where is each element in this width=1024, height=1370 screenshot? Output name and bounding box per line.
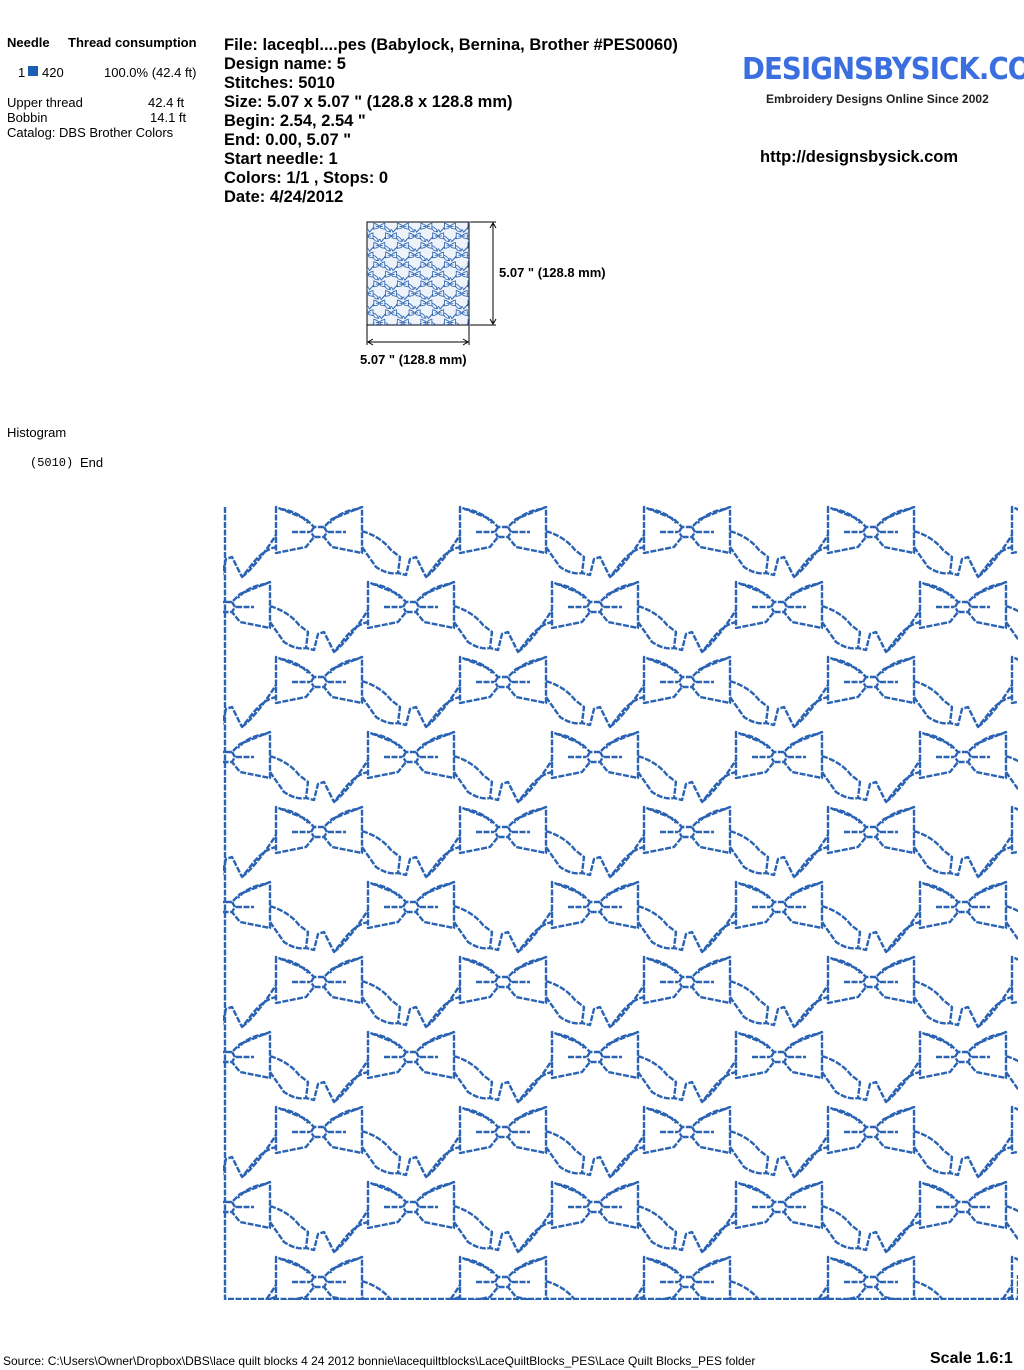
consumption-value: 100.0% (42.4 ft) [104,65,197,80]
logo: DESIGNSBYSICK.COM [742,52,1024,87]
design-border-stitch [223,507,1018,1300]
colors-stops: Colors: 1/1 , Stops: 0 [224,169,389,187]
needle-number: 1 [18,65,26,80]
upper-thread-label: Upper thread [7,95,83,110]
catalog: Catalog: DBS Brother Colors [7,125,174,140]
histogram-count: (5010) [30,456,74,470]
embroidery-stitches [223,505,1018,1300]
design-info: File: laceqbl....pes (Babylock, Bernina,… [224,36,678,207]
height-label: 5.07 " (128.8 mm) [499,265,606,280]
design-thumbnail [366,221,497,346]
color-swatch [28,66,38,76]
consumption-header: Thread consumption [68,35,197,50]
file-line: File: laceqbl....pes (Babylock, Bernina,… [224,36,678,54]
logo-tagline: Embroidery Designs Online Since 2002 [766,92,989,106]
scale-label: Scale 1.6:1 [930,1350,1013,1367]
design-name: Design name: 5 [224,55,346,73]
end: End: 0.00, 5.07 " [224,131,352,149]
bobbin-label: Bobbin [7,110,48,125]
embroidery-stitches [367,222,469,325]
width-label: 5.07 " (128.8 mm) [360,352,467,367]
start-needle: Start needle: 1 [224,150,338,168]
bobbin-value: 14.1 ft [150,110,187,125]
design-preview [223,505,1018,1300]
begin: Begin: 2.54, 2.54 " [224,112,366,130]
upper-thread-value: 42.4 ft [148,95,185,110]
histogram-end: End [80,455,104,470]
website-link[interactable]: http://designsbysick.com [760,148,959,166]
date: Date: 4/24/2012 [224,188,344,206]
size: Size: 5.07 x 5.07 " (128.8 x 128.8 mm) [224,93,513,111]
needle-header: Needle [7,35,50,50]
histogram-title: Histogram [7,425,67,440]
color-code: 420 [42,65,64,80]
source-path: Source: C:\Users\Owner\Dropbox\DBS\lace … [3,1354,756,1368]
stitches: Stitches: 5010 [224,74,335,92]
